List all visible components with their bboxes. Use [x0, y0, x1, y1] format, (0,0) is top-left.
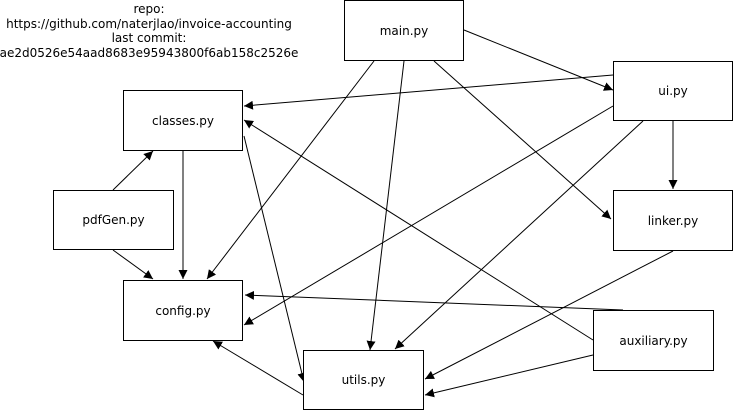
edge-ui-to-config [243, 105, 614, 326]
edge-auxiliary-to-utils [424, 354, 594, 398]
edge-main-to-ui [463, 29, 614, 91]
edge-main-to-utils [366, 60, 405, 351]
edge-main-to-linker [433, 60, 612, 220]
node-pdfgen-label: pdfGen.py [82, 213, 145, 227]
edge-auxiliary-to-classes [243, 119, 594, 341]
edge-linker-to-utils [424, 250, 674, 380]
node-linker-label: linker.py [647, 213, 699, 228]
node-classes-label: classes.py [152, 113, 214, 128]
node-auxiliary: auxiliary.py [593, 310, 714, 371]
node-main: main.py [344, 0, 464, 61]
node-pdfgen: pdfGen.py [53, 190, 174, 250]
node-auxiliary-label: auxiliary.py [619, 333, 688, 348]
edge-pdfgen-to-config [112, 249, 154, 280]
node-config-label: config.py [155, 303, 211, 318]
commit-hash: ae2d0526e54aad8683e95943800f6ab158c2526e [0, 45, 299, 60]
edge-ui-to-utils [394, 120, 644, 350]
repo-info: repo: https://github.com/naterjlao/invoi… [0, 2, 300, 60]
node-utils: utils.py [303, 350, 424, 410]
node-ui-label: ui.py [658, 84, 688, 98]
edge-ui-to-classes [243, 74, 614, 110]
node-linker: linker.py [613, 190, 733, 251]
edge-pdfgen-to-classes [112, 150, 154, 191]
repo-label: repo: [133, 2, 165, 16]
node-utils-label: utils.py [341, 373, 386, 387]
edge-classes-to-utils [243, 135, 307, 383]
edge-utils-to-config [212, 340, 304, 396]
node-classes: classes.py [123, 90, 243, 151]
node-main-label: main.py [379, 23, 429, 38]
commit-label: last commit: [111, 31, 187, 45]
node-config: config.py [123, 280, 243, 341]
edge-auxiliary-to-config [244, 290, 624, 311]
node-ui: ui.py [613, 61, 733, 121]
repo-url: https://github.com/naterjlao/invoice-acc… [6, 16, 292, 31]
